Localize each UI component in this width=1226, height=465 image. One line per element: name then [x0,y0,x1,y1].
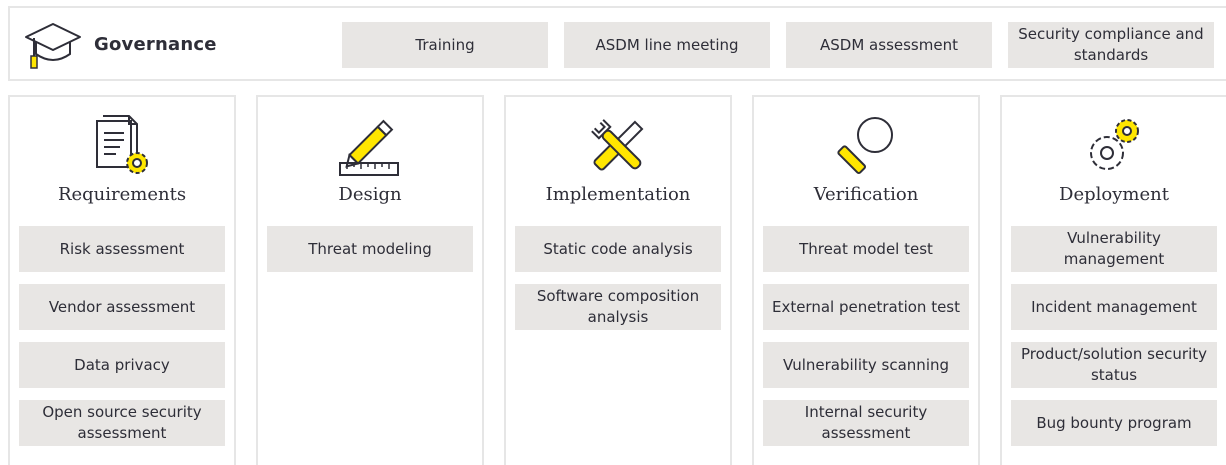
column-implementation: Implementation Static code analysis Soft… [504,95,732,465]
item-vulnerability-scanning: Vulnerability scanning [763,342,969,388]
governance-item-training: Training [342,22,548,68]
column-verification: Verification Threat model test External … [752,95,980,465]
item-threat-modeling: Threat modeling [267,226,473,272]
pencil-ruler-icon [337,113,403,179]
column-title: Verification [813,184,919,205]
governance-item-asdm-line-meeting: ASDM line meeting [564,22,770,68]
column-design: Design Threat modeling [256,95,484,465]
item-external-penetration-test: External penetration test [763,284,969,330]
document-gear-icon [89,113,155,179]
item-internal-security-assessment: Internal security assessment [763,400,969,446]
item-threat-model-test: Threat model test [763,226,969,272]
item-open-source-security-assessment: Open source security assessment [19,400,225,446]
item-risk-assessment: Risk assessment [19,226,225,272]
column-title: Requirements [57,184,187,205]
graduation-cap-icon [23,20,83,72]
item-software-composition-analysis: Software composition analysis [515,284,721,330]
column-title: Design [338,184,402,205]
gears-icon [1081,113,1147,179]
item-data-privacy: Data privacy [19,342,225,388]
governance-title: Governance [94,34,217,55]
item-bug-bounty-program: Bug bounty program [1011,400,1217,446]
item-vendor-assessment: Vendor assessment [19,284,225,330]
item-vulnerability-management: Vulnerability management [1011,226,1217,272]
magnifier-icon [833,113,899,179]
column-title: Implementation [545,184,691,205]
item-product-solution-security-status: Product/solution security status [1011,342,1217,388]
column-deployment: Deployment Vulnerability management Inci… [1000,95,1226,465]
governance-bar: Governance Training ASDM line meeting AS… [8,6,1226,81]
item-incident-management: Incident management [1011,284,1217,330]
column-title: Deployment [1059,184,1169,205]
column-requirements: Requirements Risk assessment Vendor asse… [8,95,236,465]
governance-item-asdm-assessment: ASDM assessment [786,22,992,68]
governance-item-security-compliance: Security compliance and standards [1008,22,1214,68]
item-static-code-analysis: Static code analysis [515,226,721,272]
tools-icon [585,113,651,179]
